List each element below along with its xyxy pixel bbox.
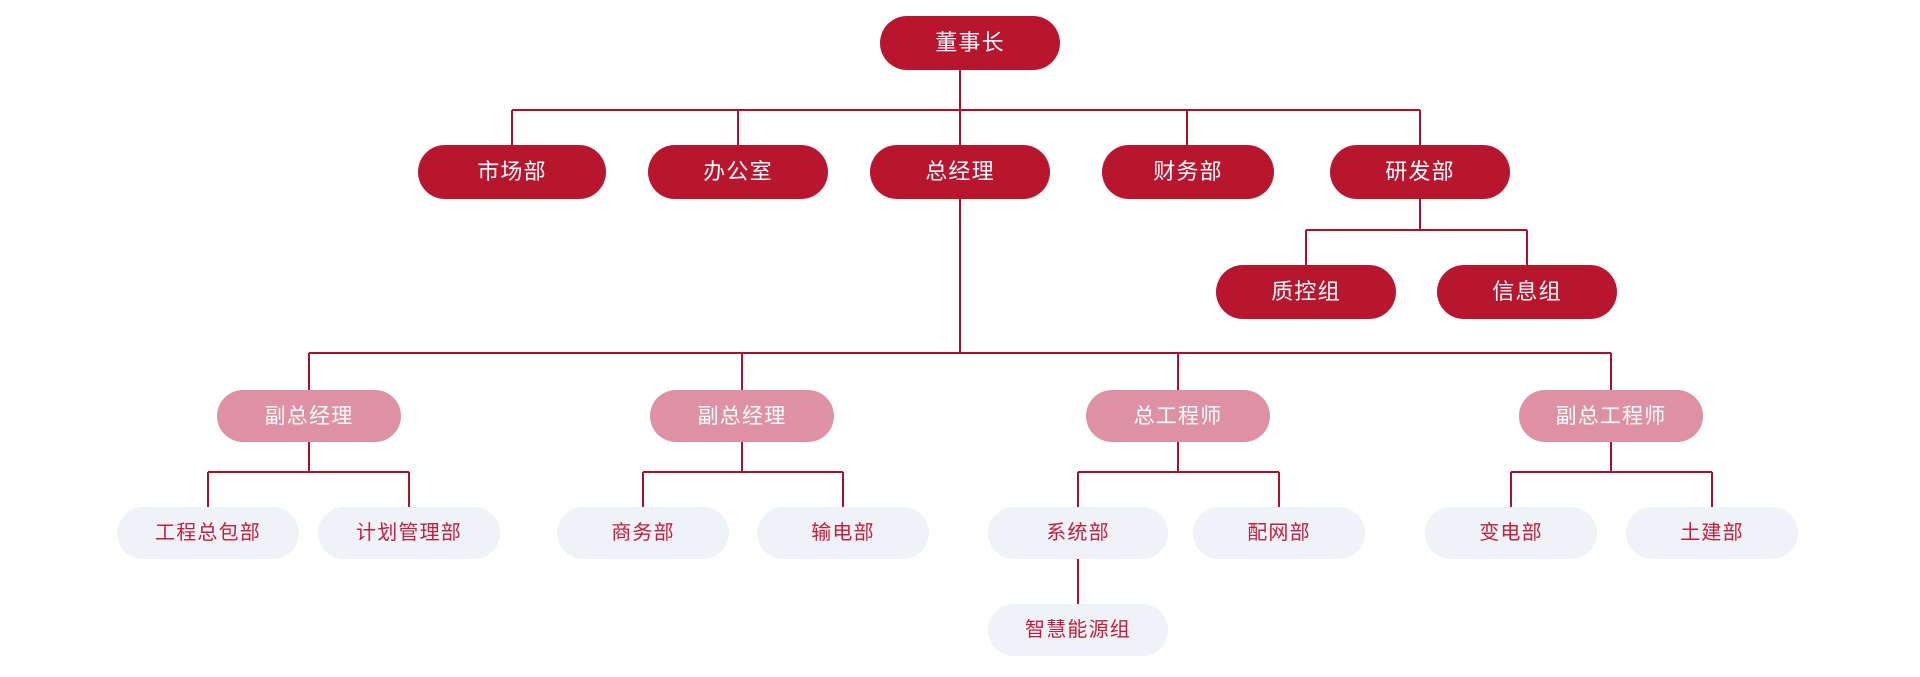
node-business-label: 商务部 [611, 522, 675, 544]
node-finance-label: 财务部 [1153, 159, 1223, 184]
node-deputy-chief-engineer[interactable]: 副总工程师 [1519, 390, 1703, 442]
node-finance[interactable]: 财务部 [1102, 145, 1274, 199]
node-marketing-label: 市场部 [477, 159, 547, 184]
node-substation-label: 变电部 [1479, 522, 1543, 544]
node-marketing[interactable]: 市场部 [418, 145, 606, 199]
node-smart-energy[interactable]: 智慧能源组 [988, 604, 1168, 656]
node-epc-label: 工程总包部 [155, 522, 261, 544]
node-chairman[interactable]: 董事长 [880, 16, 1060, 70]
node-deputy-gm-2[interactable]: 副总经理 [650, 390, 834, 442]
node-smart-energy-label: 智慧能源组 [1025, 619, 1131, 641]
node-business[interactable]: 商务部 [557, 507, 729, 559]
node-general-manager[interactable]: 总经理 [870, 145, 1050, 199]
node-system-label: 系统部 [1046, 522, 1110, 544]
node-chief-engineer-label: 总工程师 [1133, 404, 1223, 428]
node-planning[interactable]: 计划管理部 [318, 507, 500, 559]
node-information[interactable]: 信息组 [1437, 265, 1617, 319]
node-quality-control[interactable]: 质控组 [1216, 265, 1396, 319]
node-quality-control-label: 质控组 [1271, 279, 1341, 304]
node-substation[interactable]: 变电部 [1425, 507, 1597, 559]
node-deputy-gm-1-label: 副总经理 [264, 404, 354, 428]
node-transmission[interactable]: 输电部 [757, 507, 929, 559]
node-information-label: 信息组 [1492, 279, 1562, 304]
node-planning-label: 计划管理部 [356, 522, 462, 544]
node-chairman-label: 董事长 [935, 30, 1005, 55]
node-epc[interactable]: 工程总包部 [117, 507, 299, 559]
node-distribution-label: 配网部 [1247, 522, 1311, 544]
node-rnd-label: 研发部 [1385, 159, 1455, 184]
node-distribution[interactable]: 配网部 [1193, 507, 1365, 559]
node-deputy-gm-2-label: 副总经理 [697, 404, 787, 428]
node-general-manager-label: 总经理 [925, 159, 995, 184]
node-civil[interactable]: 土建部 [1626, 507, 1798, 559]
node-system[interactable]: 系统部 [988, 507, 1168, 559]
node-office-label: 办公室 [703, 159, 773, 184]
node-deputy-chief-engineer-label: 副总工程师 [1555, 404, 1667, 428]
node-transmission-label: 输电部 [811, 522, 875, 544]
node-office[interactable]: 办公室 [648, 145, 828, 199]
node-chief-engineer[interactable]: 总工程师 [1086, 390, 1270, 442]
node-rnd[interactable]: 研发部 [1330, 145, 1510, 199]
node-deputy-gm-1[interactable]: 副总经理 [217, 390, 401, 442]
node-civil-label: 土建部 [1680, 522, 1744, 544]
